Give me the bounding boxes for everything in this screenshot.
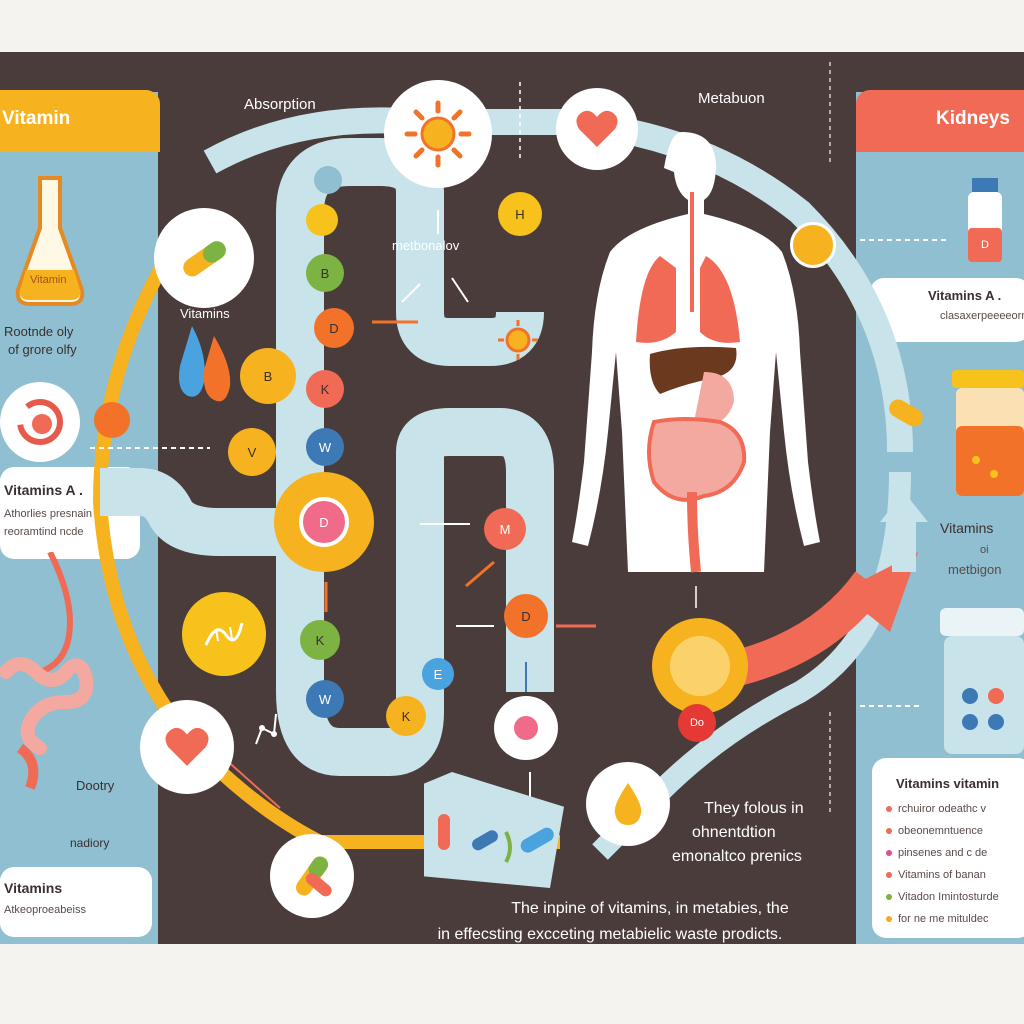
heart-icon — [576, 110, 618, 147]
pink-dot — [514, 716, 538, 740]
vitamin-b-column: B — [306, 254, 344, 292]
list-item: pinsenes and c de — [886, 842, 1024, 864]
sun-icon — [498, 320, 538, 360]
vitamins-list-card — [872, 758, 1024, 938]
pills-icon — [438, 814, 554, 863]
jar-icon — [952, 370, 1024, 496]
intestine-icon-left — [0, 552, 94, 790]
list-item: Vitamins of banan — [886, 864, 1024, 886]
vitamin-v: V — [228, 428, 276, 476]
dna-circle — [182, 592, 266, 676]
card-left-line1: Athorlies presnain — [4, 508, 93, 520]
vitamin-h-top: H — [498, 192, 542, 236]
summary-line-1: The inpine of vitamins, in metabies, the — [511, 900, 789, 917]
bullet-icon — [886, 916, 892, 922]
molecule-icon — [255, 713, 277, 745]
bullet-icon — [886, 850, 892, 856]
summary-line-2: in effecsting excceting metabielic waste… — [437, 926, 783, 943]
vitamin-a-card-right — [870, 278, 1024, 342]
vitamins-right-sub2: metbigon — [948, 562, 1002, 577]
bullet-icon — [886, 806, 892, 812]
bottom-left-label-2: nadiory — [70, 836, 110, 850]
card-bl-title: Vitamins — [4, 880, 63, 896]
vitamin-k-column-2: K — [300, 620, 340, 660]
capsule-icon — [295, 856, 332, 897]
big-vitamin-d-sun: D — [274, 472, 374, 572]
infographic-canvas: Vitamin Vitamin Rootnde oly of grore olf… — [0, 52, 1024, 944]
big-vitamin-d: D — [299, 497, 349, 547]
kidneys-tag — [856, 90, 1024, 152]
vitamins-right-label: Vitamins — [940, 520, 994, 536]
vitamin-w-column: W — [306, 428, 344, 466]
vitamins-card-bottom-left — [0, 867, 152, 937]
bottle-vitamin-d: D — [981, 239, 989, 251]
flask-label: Vitamin — [30, 274, 67, 286]
vitamin-k-column: K — [306, 370, 344, 408]
kidneys-tag-label: Kidneys — [936, 108, 1010, 129]
drop-circle — [586, 762, 670, 846]
human-body-figure — [572, 132, 820, 573]
pink-circle — [494, 696, 558, 760]
card-left-title: Vitamins A . — [4, 482, 83, 498]
bottom-left-label-1: Dootry — [76, 778, 115, 793]
vitamins-list: rchuiror odeathc v obeonemntuence pinsen… — [886, 798, 1024, 930]
heart-circle-bottom — [140, 700, 234, 794]
card-r2-title: Vitamins vitamin — [896, 776, 1000, 791]
vitamin-d-column: D — [314, 308, 354, 348]
vitamin-b-left: B — [240, 348, 296, 404]
vitamins-left-label: Vitamins — [180, 306, 230, 321]
enzyme-core — [670, 636, 730, 696]
card-r1-title: Vitamins A . — [928, 288, 1002, 303]
small-sun — [496, 318, 540, 362]
absorption-label: Absorption — [244, 96, 316, 113]
pill-circle-bottom — [270, 834, 354, 918]
pill-circle-left — [154, 208, 254, 308]
dna-icon — [204, 622, 244, 646]
list-item: obeonemntuence — [886, 820, 1024, 842]
blue-dot — [314, 166, 342, 194]
list-item: rchuiror odeathc v — [886, 798, 1024, 820]
bullet-icon — [886, 828, 892, 834]
vitamin-k-lower: K — [386, 696, 426, 736]
medicine-bottle-icon — [968, 178, 1002, 262]
card-left-line2: reoramtind ncde — [4, 526, 84, 538]
sun-circle — [384, 80, 492, 188]
card-r1-line: clasaxerpeeeeorn — [940, 310, 1024, 322]
vitamin-yellow-dot — [306, 204, 338, 236]
mid-note-1: They folous in — [704, 800, 804, 817]
vitamin-w-column-2: W — [306, 680, 344, 718]
bullet-icon — [886, 894, 892, 900]
list-item: for ne me mituldec — [886, 908, 1024, 930]
recycle-icon — [17, 399, 63, 445]
left-note-1: Rootnde oly — [4, 324, 74, 339]
enzyme-circle — [652, 618, 748, 714]
list-item: Vitadon Imintosturde — [886, 886, 1024, 908]
heart-icon — [165, 727, 209, 766]
vitamin-do: Do — [678, 704, 716, 742]
sun-icon — [404, 100, 472, 168]
vitamin-m: M — [484, 508, 526, 550]
oil-drop-icon — [614, 783, 642, 825]
flask-icon — [15, 176, 85, 306]
vitamins-right-sub1: oi — [980, 544, 989, 556]
recycle-circle — [0, 382, 80, 462]
vitamin-tag-label: Vitamin — [2, 108, 71, 129]
orange-dot-right — [790, 222, 836, 268]
vitamin-tag — [0, 90, 160, 152]
drops-icon — [179, 326, 231, 402]
vitamin-e-lower: E — [422, 658, 454, 690]
mid-note-2: ohnentdtion — [692, 824, 776, 841]
vitamin-d-middle: D — [504, 594, 548, 638]
orange-dot — [94, 402, 130, 438]
metabolism-top-label: Metabuon — [698, 90, 765, 107]
capsule-icon — [183, 241, 226, 277]
sample-container-icon — [940, 608, 1024, 754]
card-bl-line: Atkeoproeabeiss — [4, 904, 86, 916]
metabolism-mid-label: metbonalov — [392, 238, 460, 253]
mid-note-3: emonaltco prenics — [672, 848, 802, 865]
bullet-icon — [886, 872, 892, 878]
heart-circle-top — [556, 88, 638, 170]
left-note-2: of grore olfy — [8, 342, 77, 357]
